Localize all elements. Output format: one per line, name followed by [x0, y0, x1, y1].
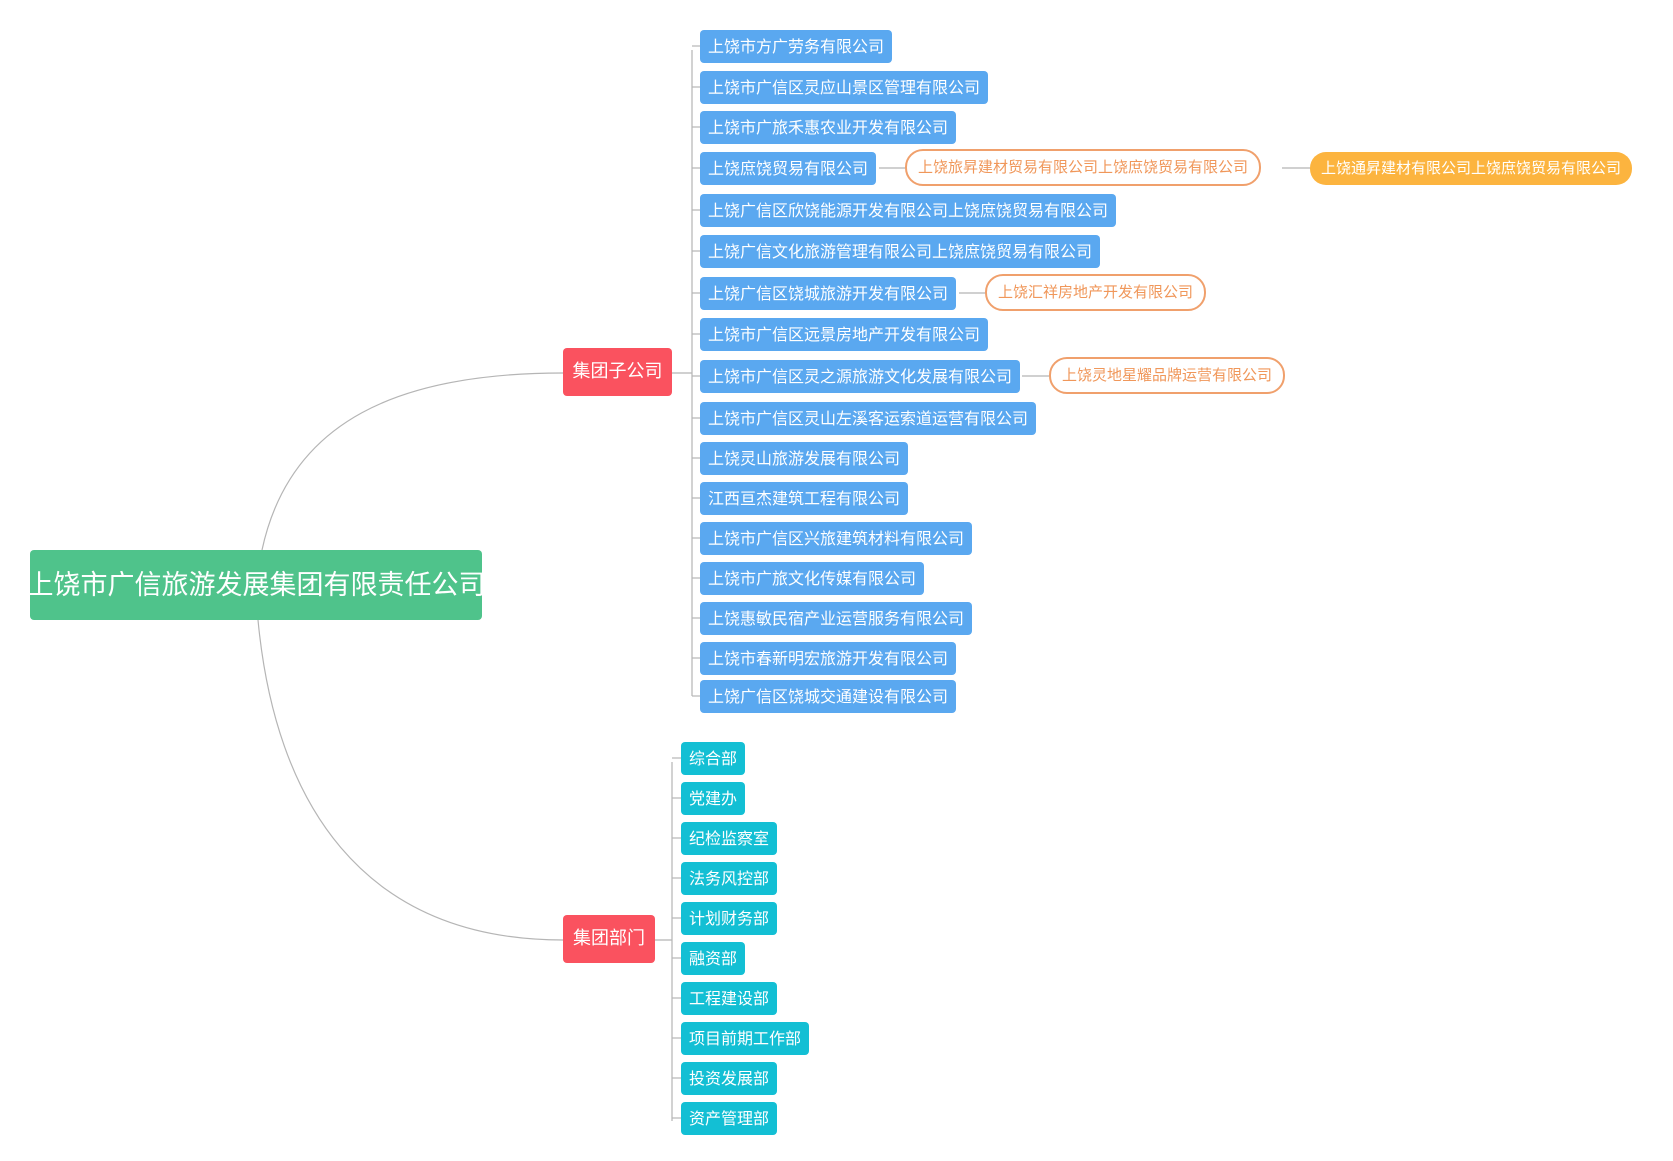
department-node[interactable]: 项目前期工作部: [681, 1022, 810, 1055]
subsidiary-node[interactable]: 上饶惠敏民宿产业运营服务有限公司: [700, 602, 973, 635]
connector-root-subsidiaries: [261, 372, 564, 551]
department-node[interactable]: 融资部: [681, 942, 746, 975]
department-node[interactable]: 资产管理部: [681, 1102, 778, 1135]
subsidiary-node[interactable]: 上饶灵山旅游发展有限公司: [700, 442, 909, 475]
subsidiary-node[interactable]: 上饶广信区欣饶能源开发有限公司上饶庶饶贸易有限公司: [700, 194, 1117, 227]
subsidiary-node[interactable]: 上饶市广信区灵之源旅游文化发展有限公司: [700, 360, 1021, 393]
subsidiary-node[interactable]: 上饶市广信区兴旅建筑材料有限公司: [700, 522, 973, 555]
subsidiary-node[interactable]: 上饶广信区饶城旅游开发有限公司: [700, 277, 957, 310]
subsidiary-node[interactable]: 上饶广信区饶城交通建设有限公司: [700, 680, 957, 713]
subsidiary-node[interactable]: 上饶市广信区远景房地产开发有限公司: [700, 318, 989, 351]
department-node[interactable]: 投资发展部: [681, 1062, 778, 1095]
department-node[interactable]: 纪检监察室: [681, 822, 778, 855]
department-node[interactable]: 计划财务部: [681, 902, 778, 935]
sub-subsidiary-node[interactable]: 上饶汇祥房地产开发有限公司: [985, 274, 1207, 311]
subsidiary-node[interactable]: 上饶市广信区灵应山景区管理有限公司: [700, 71, 989, 104]
department-node[interactable]: 工程建设部: [681, 982, 778, 1015]
subsidiary-node[interactable]: 上饶市春新明宏旅游开发有限公司: [700, 642, 957, 675]
subsidiary-node[interactable]: 江西亘杰建筑工程有限公司: [700, 482, 909, 515]
sub-subsidiary-node[interactable]: 上饶灵地星耀品牌运营有限公司: [1049, 357, 1286, 394]
branch-departments[interactable]: 集团部门: [563, 915, 655, 963]
subsidiary-node[interactable]: 上饶市广旅文化传媒有限公司: [700, 562, 925, 595]
connector-root-departments: [257, 619, 564, 941]
subsidiary-node[interactable]: 上饶广信文化旅游管理有限公司上饶庶饶贸易有限公司: [700, 235, 1101, 268]
subsidiary-node[interactable]: 上饶市方广劳务有限公司: [700, 30, 893, 63]
department-node[interactable]: 党建办: [681, 782, 746, 815]
sub-sub-subsidiary-node[interactable]: 上饶通昇建材有限公司上饶庶饶贸易有限公司: [1310, 152, 1633, 185]
branch-subsidiaries[interactable]: 集团子公司: [563, 348, 672, 396]
connector-subsidiaries-ticks: [692, 45, 700, 697]
connector-departments-ticks: [672, 757, 681, 1119]
subsidiary-node[interactable]: 上饶市广旅禾惠农业开发有限公司: [700, 111, 957, 144]
subsidiary-node[interactable]: 上饶庶饶贸易有限公司: [700, 152, 877, 185]
subsidiary-node[interactable]: 上饶市广信区灵山左溪客运索道运营有限公司: [700, 402, 1037, 435]
department-node[interactable]: 综合部: [681, 742, 746, 775]
department-node[interactable]: 法务风控部: [681, 862, 778, 895]
root-node[interactable]: 上饶市广信旅游发展集团有限责任公司: [27, 550, 486, 620]
sub-subsidiary-node[interactable]: 上饶旅昇建材贸易有限公司上饶庶饶贸易有限公司: [905, 149, 1262, 186]
